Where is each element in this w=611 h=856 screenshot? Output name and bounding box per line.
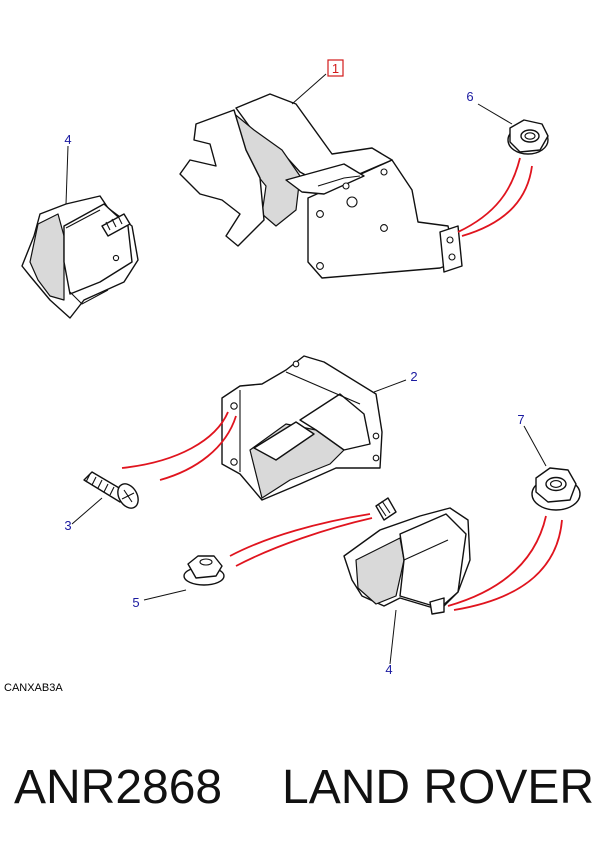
- callout-1[interactable]: 1: [327, 59, 344, 77]
- brand-name: LAND ROVER: [282, 761, 595, 814]
- callout-2-label[interactable]: 2: [410, 369, 417, 384]
- flange-nut-part-6[interactable]: [507, 119, 549, 155]
- callout-5-label[interactable]: 5: [132, 595, 139, 610]
- parts-diagram: 1 6 4 2 7 3 5 4 CANXAB3A: [4, 59, 581, 694]
- diagram-reference-code: CANXAB3A: [4, 682, 63, 694]
- assembly-lines: [121, 157, 563, 611]
- screw-part-3[interactable]: [83, 471, 142, 512]
- mounting-bracket-part-2[interactable]: [221, 355, 383, 501]
- leader-lines: [65, 73, 547, 665]
- callout-3-label[interactable]: 3: [64, 518, 71, 533]
- rubber-mounting-part-4-lower[interactable]: [343, 497, 471, 615]
- mounting-bracket-part-1[interactable]: [179, 93, 463, 279]
- nut-part-5[interactable]: [183, 555, 225, 586]
- product-caption: ANR2868 LAND ROVER: [0, 752, 611, 832]
- rubber-mounting-part-4-upper[interactable]: [21, 195, 139, 319]
- callout-4-upper-label[interactable]: 4: [64, 132, 71, 147]
- flange-nut-part-7[interactable]: [531, 467, 581, 511]
- callout-4-lower-label[interactable]: 4: [385, 662, 392, 677]
- part-number: ANR2868: [14, 761, 223, 814]
- callout-6-label[interactable]: 6: [466, 89, 473, 104]
- callout-7-label[interactable]: 7: [517, 412, 524, 427]
- callout-1-label: 1: [332, 61, 339, 76]
